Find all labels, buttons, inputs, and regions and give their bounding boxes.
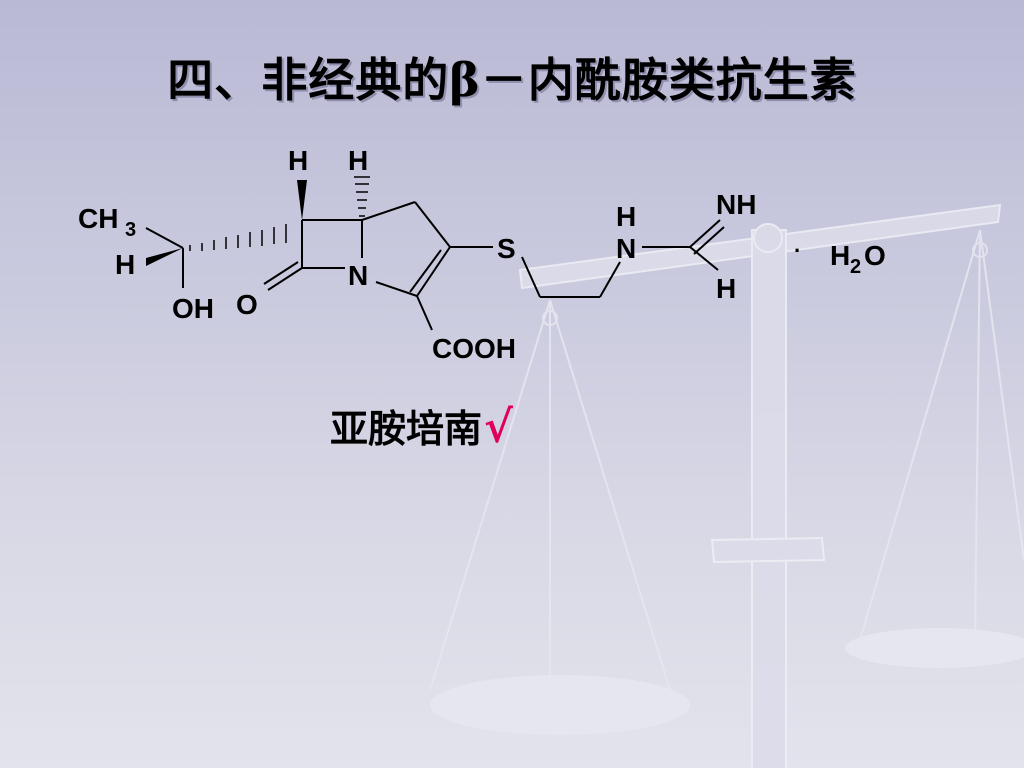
check-mark-icon: √ xyxy=(484,402,513,453)
atom-cooh: COOH xyxy=(432,333,516,364)
atom-s: S xyxy=(497,233,516,264)
atom-h-top-left: H xyxy=(288,145,308,176)
water-h: H xyxy=(830,240,850,271)
atom-h-bottom: H xyxy=(716,273,736,304)
atom-imine-nh: NH xyxy=(716,189,756,220)
atom-ch3-subscript: 3 xyxy=(125,219,136,241)
atom-nh-h: H xyxy=(616,201,636,232)
atom-n-ring: N xyxy=(348,260,368,291)
atom-h-left: H xyxy=(115,249,135,280)
atom-h-top-right: H xyxy=(348,145,368,176)
stereo-hash-side xyxy=(189,224,287,251)
water-subscript: 2 xyxy=(850,256,861,278)
atom-o-carbonyl: O xyxy=(236,289,258,320)
drug-name: 亚胺培南 xyxy=(330,406,483,451)
drug-name-caption: 亚胺培南√ xyxy=(330,398,513,453)
atom-ch3: CH xyxy=(78,203,118,234)
atom-oh: OH xyxy=(172,293,214,324)
atom-nh-n: N xyxy=(616,233,636,264)
water-o: O xyxy=(864,240,886,271)
stereo-hash-top xyxy=(354,176,370,217)
stereo-wedge-left xyxy=(146,248,183,266)
slide-title: 四、非经典的β－内酰胺类抗生素 xyxy=(167,53,857,107)
bonds xyxy=(145,201,725,331)
hydrate-dot: · xyxy=(794,238,801,263)
stereo-wedge xyxy=(297,180,307,220)
